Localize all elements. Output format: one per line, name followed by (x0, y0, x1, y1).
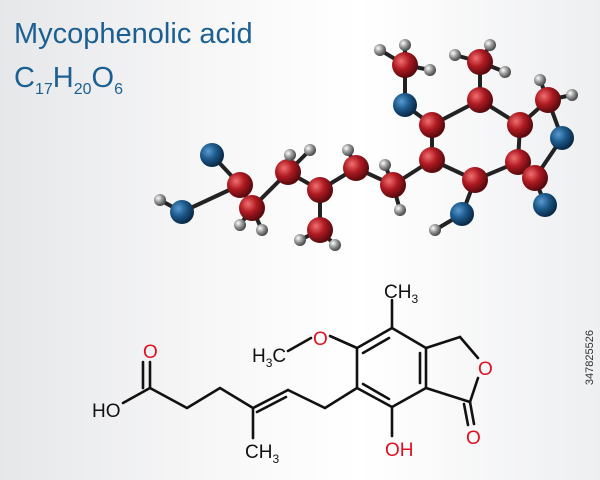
hydrogen-atom (342, 144, 354, 156)
stock-id: 347825526 (584, 330, 596, 386)
hydrogen-atom (484, 39, 496, 51)
hydrogen-atom (294, 234, 306, 246)
hydrogen-atom (429, 224, 441, 236)
carbon-atom (522, 165, 548, 191)
label-oh: OH (385, 440, 414, 461)
hydrogen-atom (399, 39, 411, 51)
label-methoxy-o: O (313, 329, 328, 350)
carbon-atom (275, 159, 301, 185)
oxygen-atom (550, 126, 574, 150)
compound-name: Mycophenolic acid (14, 18, 253, 50)
carbon-atom (505, 149, 531, 175)
carbon-atom (380, 172, 406, 198)
hydrogen-atom (234, 219, 246, 231)
oxygen-atom (533, 193, 557, 217)
carbon-atom (462, 167, 488, 193)
label-carbonyl-o: O (466, 428, 481, 449)
label-ch3-bottom: CH3 (245, 442, 279, 466)
carbon-atom (239, 195, 265, 221)
hydrogen-atom (379, 159, 391, 171)
hydrogen-atom (424, 64, 436, 76)
hydrogen-atom (329, 239, 341, 251)
carbon-atom (535, 87, 561, 113)
carbon-atom (307, 177, 333, 203)
hydrogen-atom (499, 66, 511, 78)
hydrogen-atom (394, 204, 406, 216)
carbon-atom (467, 49, 493, 75)
oxygen-atom (200, 143, 224, 167)
carbon-atom (343, 155, 369, 181)
label-ch3-top: CH3 (384, 282, 418, 306)
carbon-atom (227, 172, 253, 198)
hydrogen-atom (284, 149, 296, 161)
label-lactone-o: O (478, 359, 493, 380)
hydrogen-atom (154, 194, 166, 206)
carbon-atom (419, 112, 445, 138)
carbon-atom (307, 217, 333, 243)
label-acid-o: O (143, 342, 158, 363)
carbon-atom (419, 147, 445, 173)
label-h3c: H3C (252, 346, 286, 370)
hydrogen-atom (304, 144, 316, 156)
carbon-atom (507, 112, 533, 138)
skeletal-formula (121, 298, 480, 440)
carbon-atom (392, 52, 418, 78)
carbon-atom (467, 87, 493, 113)
oxygen-atom (450, 202, 474, 226)
hydrogen-atom (534, 74, 546, 86)
hydrogen-atom (374, 44, 386, 56)
atom-labels: CH3 O H3C O O OH CH3 O HO (92, 282, 493, 466)
molecular-formula: C17H20O6 (14, 62, 123, 98)
oxygen-atom (170, 200, 194, 224)
hydrogen-atom (449, 49, 461, 61)
ball-and-stick-model (154, 39, 578, 251)
label-ho: HO (92, 401, 121, 422)
hydrogen-atom (256, 224, 268, 236)
oxygen-atom (393, 93, 417, 117)
hydrogen-atom (566, 89, 578, 101)
